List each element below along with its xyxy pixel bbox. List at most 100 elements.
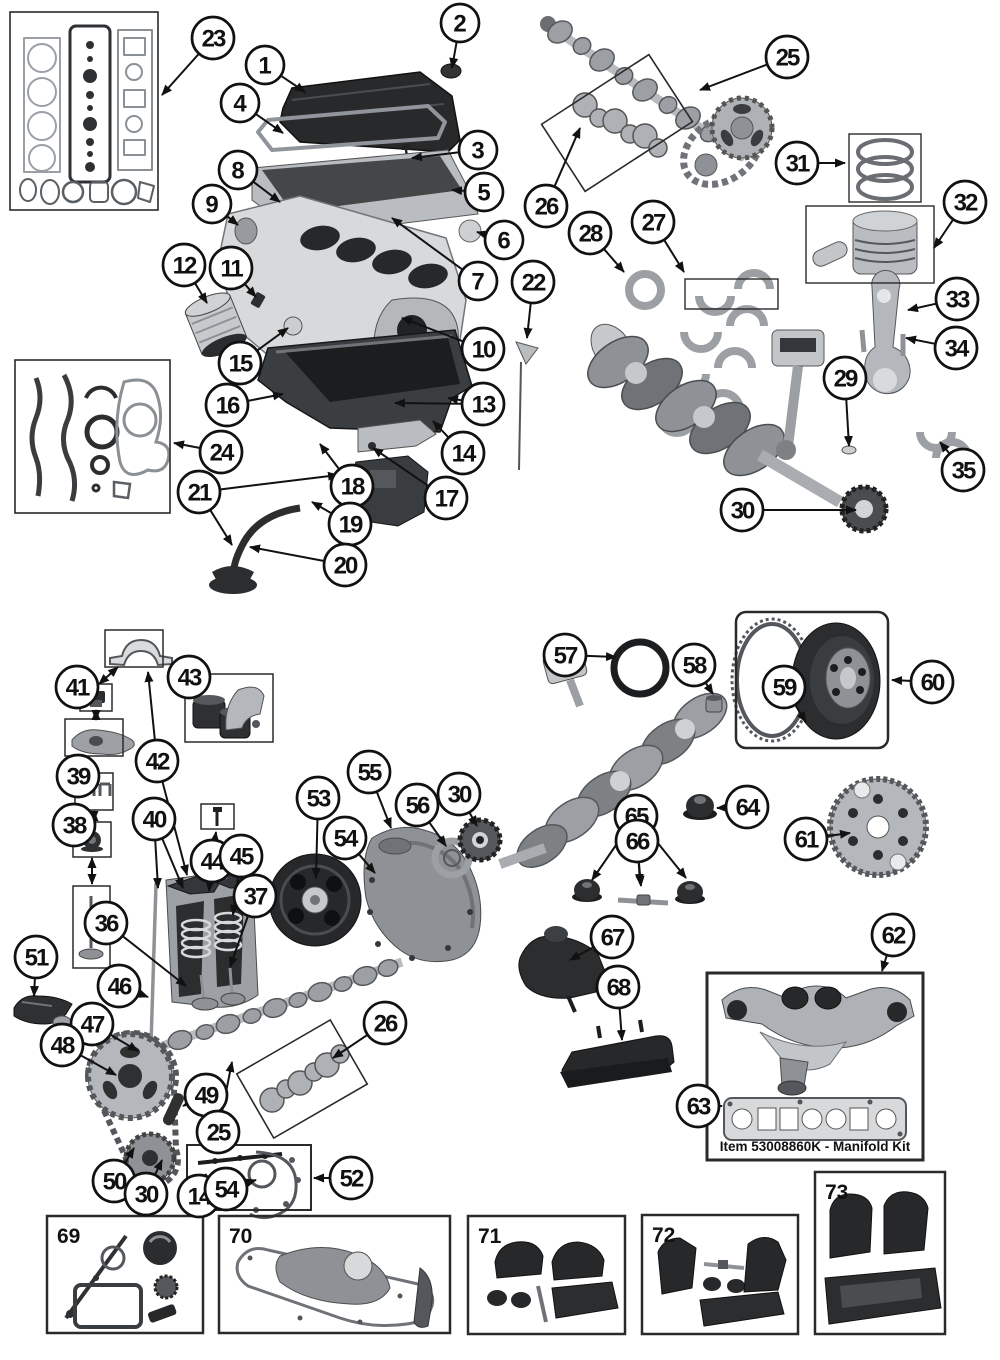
callout-61 (783, 816, 829, 862)
leader-arrow-3 (411, 151, 459, 162)
timing-cover-70 (275, 1246, 391, 1305)
callout-54 (322, 815, 368, 861)
leader-arrow-19 (311, 501, 332, 514)
oil-pickup-tube (230, 504, 301, 577)
group-boxes (9, 11, 947, 1336)
callout-37 (232, 873, 278, 919)
callout-52 (328, 1155, 374, 1201)
leader-arrow-13 (394, 398, 462, 408)
callout-11 (208, 245, 254, 291)
callout-24 (198, 429, 244, 475)
retainer-clip-box (104, 629, 164, 668)
callout-number-42: 42 (146, 749, 170, 776)
leader-arrow-61 (827, 829, 851, 839)
leader-arrow-36 (122, 935, 187, 987)
manifold-kit-caption: Item 53008860K - Manifold Kit (720, 1139, 911, 1154)
panel-69 (45, 1214, 205, 1335)
callout-number-9: 9 (205, 192, 218, 219)
leader-arrow-67 (569, 946, 594, 961)
leader-arrow-13 (447, 395, 462, 405)
panel-71 (466, 1214, 627, 1336)
callout-31 (774, 140, 820, 186)
callout-number-55: 55 (358, 760, 382, 787)
callout-57 (542, 632, 588, 678)
leader-arrow-18 (319, 443, 340, 470)
camshaft-bottom (160, 957, 404, 1051)
callout-6 (483, 219, 525, 261)
leader-arrow-32 (933, 219, 954, 249)
head-gasket-set (19, 24, 155, 206)
connecting-rod (859, 269, 911, 395)
manifold-gasket (723, 1097, 907, 1141)
cam-bearings-box-bottom (235, 1018, 369, 1140)
callout-number-62: 62 (882, 923, 906, 950)
callout-number-19: 19 (339, 512, 363, 539)
piston-rings-box (848, 133, 922, 203)
callout-29 (822, 355, 868, 401)
callout-2 (439, 2, 481, 44)
callout-13 (460, 381, 506, 427)
panel-70 (217, 1214, 452, 1335)
callout-62 (870, 912, 916, 958)
leader-arrow-56 (428, 822, 447, 847)
callout-number-30: 30 (135, 1182, 159, 1209)
leader-arrow-7 (391, 217, 463, 270)
callout-number-32: 32 (954, 190, 978, 217)
callout-43 (166, 654, 212, 700)
panel-label-71: 71 (478, 1225, 502, 1248)
callout-64 (724, 784, 770, 830)
leader-arrow-54 (245, 1178, 257, 1188)
callout-number-52: 52 (340, 1166, 364, 1193)
pilot-bushing (705, 695, 723, 713)
callout-20 (322, 542, 368, 588)
timing-gasket-kit-52 (197, 1150, 301, 1220)
callout-number-51: 51 (25, 945, 49, 972)
valve-train-cluster (165, 867, 265, 1011)
callout-number-14: 14 (452, 441, 477, 468)
flywheel-kit (730, 617, 881, 743)
callout-number-43: 43 (178, 665, 202, 692)
leader-arrow-4 (255, 113, 284, 134)
cam-bearings-box-top (540, 53, 694, 193)
callout-number-50: 50 (103, 1169, 127, 1196)
leader-arrow-37 (229, 916, 249, 968)
callout-number-22: 22 (522, 270, 546, 297)
callout-number-61: 61 (795, 827, 819, 854)
leader-arrow-21 (220, 471, 339, 491)
freeze-plug (234, 217, 258, 245)
leader-arrow-50 (124, 1147, 135, 1163)
callout-number-36: 36 (95, 911, 119, 938)
callout-number-12: 12 (173, 253, 197, 280)
drain-bolt (250, 292, 266, 308)
callout-number-57: 57 (554, 643, 578, 670)
double-arrow-connector (98, 666, 119, 685)
callout-36 (83, 900, 129, 946)
callout-number-40: 40 (143, 807, 167, 834)
callout-34 (933, 325, 979, 371)
callout-46 (96, 963, 142, 1009)
leader-arrow-16 (248, 391, 284, 402)
callout-number-33: 33 (946, 287, 970, 314)
exhaust-manifold-kit (721, 985, 915, 1141)
callout-number-35: 35 (952, 458, 976, 485)
leader-arrow-62 (880, 955, 890, 972)
callout-number-67: 67 (601, 925, 625, 952)
leader-arrow-40 (161, 838, 184, 889)
leader-arrow-26 (332, 1034, 368, 1059)
leader-arrow-12 (194, 283, 208, 304)
head-bolt (213, 807, 222, 826)
leader-arrow-26 (553, 127, 581, 187)
callout-3 (457, 129, 499, 171)
callout-28 (567, 210, 613, 256)
callout-number-58: 58 (683, 653, 707, 680)
flywheel-box (734, 610, 890, 750)
callout-8 (217, 149, 259, 191)
piston-rings (856, 138, 914, 201)
lower-gasket-set (29, 373, 171, 502)
panel-69-parts (64, 1231, 179, 1329)
callout-55 (346, 749, 392, 795)
panel-label-70: 70 (229, 1225, 252, 1248)
thrust-bearing (625, 270, 665, 310)
callout-25 (764, 34, 810, 80)
